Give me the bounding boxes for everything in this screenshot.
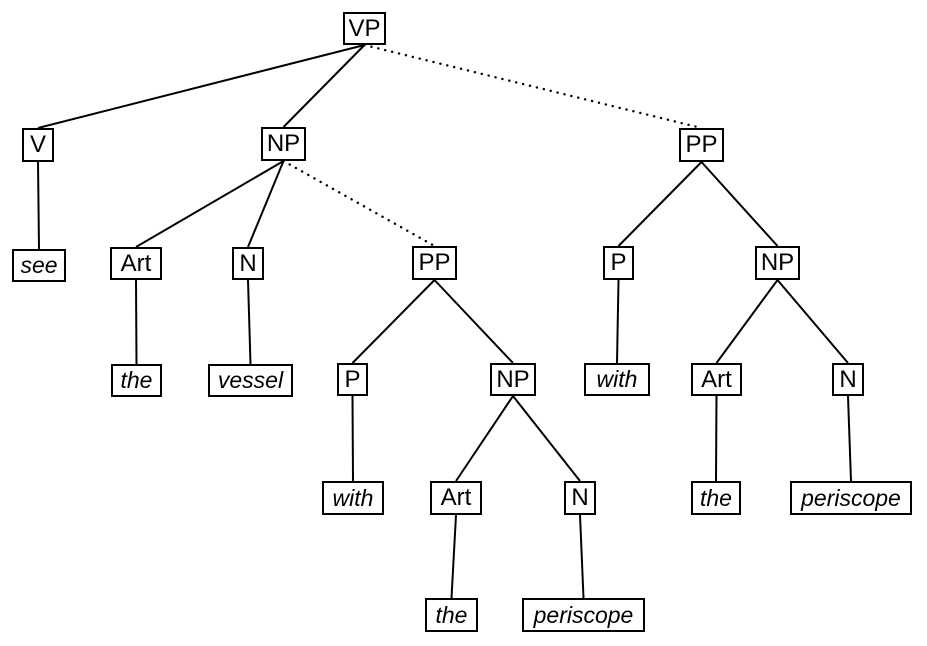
tree-edge-art_right-to-the_r [715, 395, 718, 482]
tree-node-np_right: NP [755, 246, 800, 280]
tree-node-persc_m: periscope [522, 598, 645, 632]
tree-node-np1: NP [261, 127, 306, 161]
tree-node-with_m: with [322, 481, 384, 515]
tree-node-the_r: the [691, 481, 741, 515]
tree-node-p_right: P [603, 246, 634, 280]
tree-node-v: V [22, 128, 54, 162]
tree-edge-p_right-to-with_r [616, 279, 620, 364]
tree-node-n_right: N [832, 363, 864, 396]
tree-node-n_mid: N [564, 481, 596, 515]
tree-node-persc_r: periscope [790, 481, 912, 515]
tree-edge-np1-to-pp_mid [282, 159, 436, 248]
tree-node-p_mid: P [337, 363, 368, 396]
tree-edge-pp_mid-to-p_mid [351, 279, 436, 364]
tree-node-art1: Art [110, 247, 162, 280]
tree-edge-pp_mid-to-np_mid [433, 279, 514, 364]
tree-edge-n_mid-to-persc_m [579, 514, 585, 599]
tree-node-n1: N [232, 247, 264, 280]
tree-node-the_m: the [425, 598, 478, 632]
tree-node-the1: the [111, 364, 162, 397]
tree-node-see: see [12, 249, 66, 282]
tree-node-art_right: Art [691, 363, 742, 396]
tree-edge-pp_right-to-p_right [617, 161, 703, 247]
tree-edge-np1-to-n1 [247, 160, 285, 248]
tree-edge-v-to-see [37, 161, 40, 250]
tree-edge-np_right-to-n_right [776, 279, 849, 364]
tree-edge-n1-to-vessel [247, 279, 252, 365]
tree-edge-art_mid-to-the_m [450, 514, 457, 599]
tree-edge-np_mid-to-n_mid [512, 395, 581, 482]
tree-edge-vp-to-v [37, 44, 365, 129]
tree-node-np_mid: NP [490, 363, 536, 396]
tree-edge-np1-to-art1 [135, 160, 285, 248]
tree-node-with_r: with [584, 363, 650, 396]
tree-edge-vp-to-np1 [282, 44, 366, 128]
tree-edge-np_right-to-art_right [715, 279, 779, 364]
tree-node-pp_mid: PP [412, 246, 457, 280]
tree-node-vessel: vessel [208, 364, 293, 397]
tree-edge-np_mid-to-art_mid [455, 395, 514, 482]
tree-edge-p_mid-to-with_m [351, 395, 354, 482]
tree-edge-n_right-to-persc_r [847, 395, 852, 482]
tree-edge-art1-to-the1 [135, 279, 138, 365]
tree-edge-vp-to-pp_right [363, 43, 703, 130]
tree-node-pp_right: PP [679, 128, 724, 162]
tree-node-vp: VP [343, 12, 386, 45]
tree-node-art_mid: Art [430, 481, 482, 515]
tree-edge-pp_right-to-np_right [700, 161, 779, 247]
